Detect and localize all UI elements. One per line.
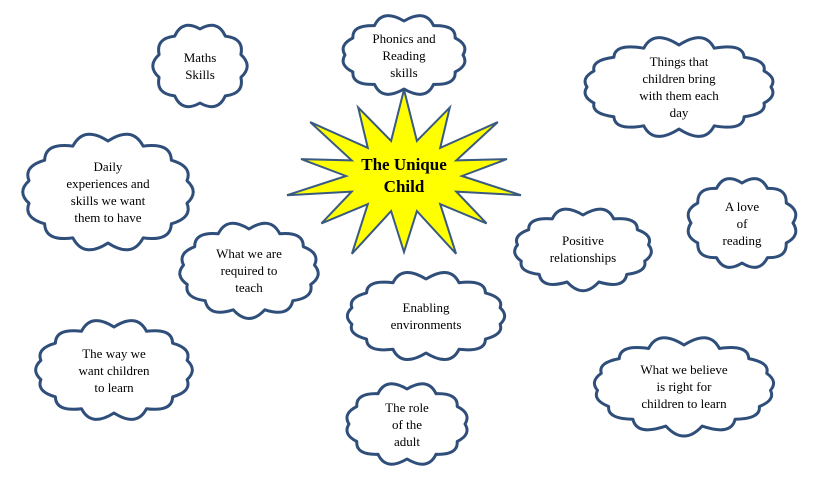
cloud-label-way-children-learn: The way we want children to learn <box>78 345 150 395</box>
cloud-role-of-adult <box>345 382 469 466</box>
cloud-maths-skills <box>151 23 249 109</box>
cloud-positive-relationships <box>513 207 653 293</box>
cloud-label-required-to-teach: What we are required to teach <box>216 245 282 295</box>
center-star <box>286 89 522 256</box>
cloud-required-to-teach <box>178 221 320 320</box>
cloud-label-love-of-reading: A love of reading <box>722 198 762 248</box>
cloud-phonics-reading <box>341 14 467 96</box>
cloud-label-daily-experiences: Daily experiences and skills we want the… <box>66 159 150 225</box>
cloud-label-enabling-environments: Enabling environments <box>390 300 462 332</box>
cloud-label-what-we-believe: What we believe is right for children to… <box>640 361 728 411</box>
cloud-enabling-environments <box>345 271 507 361</box>
cloud-way-children-learn <box>34 319 194 421</box>
cloud-label-things-children-bring: Things that children bring with them eac… <box>639 54 719 120</box>
cloud-label-phonics-reading: Phonics and Reading skills <box>372 30 436 80</box>
cloud-things-children-bring <box>583 36 775 138</box>
cloud-label-role-of-adult: The role of the adult <box>385 399 429 449</box>
cloud-daily-experiences <box>21 132 195 252</box>
cloud-label-maths-skills: Maths Skills <box>183 50 217 82</box>
cloud-what-we-believe <box>592 336 776 438</box>
center-title: The Unique Child <box>361 155 447 196</box>
cloud-love-of-reading <box>686 177 798 269</box>
cloud-label-positive-relationships: Positive relationships <box>549 233 617 265</box>
